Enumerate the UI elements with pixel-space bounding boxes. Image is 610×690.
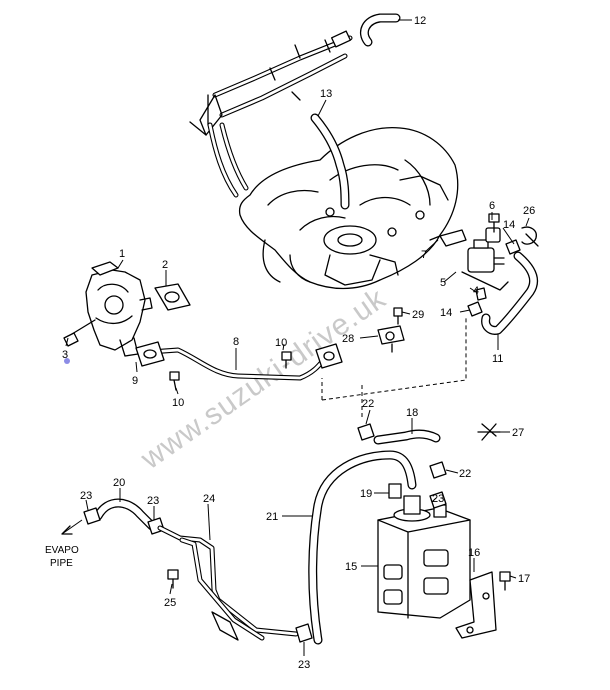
callout-22a: 22	[362, 398, 374, 410]
vsv-solenoid	[461, 227, 509, 291]
callout-23b: 23	[147, 495, 159, 507]
sensor-28	[377, 325, 405, 353]
bracket-16	[455, 571, 497, 639]
leader-lines	[65, 19, 530, 656]
callout-4: 4	[473, 285, 479, 297]
callout-10b: 10	[275, 337, 287, 349]
evapo-label-line2: PIPE	[50, 558, 73, 569]
hose-11	[481, 251, 538, 335]
bolt-10-right	[281, 351, 292, 369]
callout-17: 17	[518, 573, 530, 585]
bolt-6	[488, 213, 500, 233]
hose-20	[93, 498, 157, 531]
callout-21: 21	[266, 511, 278, 523]
callout-26: 26	[523, 205, 535, 217]
callout-8: 8	[233, 336, 239, 348]
highlight-marker	[64, 358, 70, 364]
evapo-label-line1: EVAPO	[45, 545, 79, 556]
bracket-7	[429, 229, 467, 247]
callout-7: 7	[421, 249, 427, 261]
evapo-arrowhead	[61, 525, 73, 535]
callout-27: 27	[512, 427, 524, 439]
hose-21	[308, 450, 417, 645]
callout-19: 19	[360, 488, 372, 500]
callout-22b: 22	[459, 468, 471, 480]
hose-12	[360, 13, 401, 47]
bolt-10-left	[169, 371, 180, 391]
callout-6: 6	[489, 200, 495, 212]
callout-23a: 23	[80, 490, 92, 502]
callout-15: 15	[345, 561, 357, 573]
connector-19	[388, 483, 402, 499]
hose-13	[310, 113, 350, 210]
callout-23d: 23	[298, 659, 310, 671]
gasket-2	[154, 283, 191, 311]
clamp-23-left	[83, 507, 101, 525]
clamp-23-bottom	[295, 623, 313, 643]
callout-14a: 14	[503, 219, 515, 231]
evapo-arrow	[61, 519, 83, 535]
clamp-23-right	[429, 491, 447, 509]
callout-numbers: 1 2 3 4 5 6 7 8 9 10 10 11 12 13 14 14 1…	[62, 15, 535, 671]
callout-10a: 10	[172, 397, 184, 409]
callout-23c: 23	[432, 493, 444, 505]
callout-24: 24	[203, 493, 215, 505]
hose-18	[373, 429, 441, 445]
callout-29: 29	[412, 309, 424, 321]
callout-9: 9	[132, 375, 138, 387]
callout-5: 5	[440, 277, 446, 289]
clip-27	[477, 423, 501, 441]
clip-5	[475, 287, 487, 301]
clip-26	[521, 226, 539, 247]
bolt-25	[167, 569, 179, 589]
callout-14b: 14	[440, 307, 452, 319]
callout-3: 3	[62, 349, 68, 361]
callout-11: 11	[492, 353, 503, 365]
bolt-3	[63, 319, 96, 347]
egr-pipe-8	[135, 341, 343, 381]
clamp-22-upper	[357, 423, 375, 441]
callout-16: 16	[468, 547, 480, 559]
bolt-29	[393, 307, 403, 325]
callout-25: 25	[164, 597, 176, 609]
callout-28: 28	[342, 333, 354, 345]
callout-2: 2	[162, 259, 168, 271]
callout-18: 18	[406, 407, 418, 419]
fuel-rail-bracket	[189, 30, 353, 198]
callout-12: 12	[414, 15, 426, 27]
callout-20: 20	[113, 477, 125, 489]
clip-14-lower	[467, 301, 483, 317]
callout-1: 1	[119, 248, 125, 260]
evap-canister	[377, 495, 471, 619]
pipe-24	[157, 525, 299, 641]
egr-valve	[85, 261, 153, 357]
clamp-22-lower	[429, 461, 447, 479]
bolt-17	[499, 571, 511, 591]
intake-manifold	[238, 126, 459, 290]
callout-13: 13	[320, 88, 332, 100]
